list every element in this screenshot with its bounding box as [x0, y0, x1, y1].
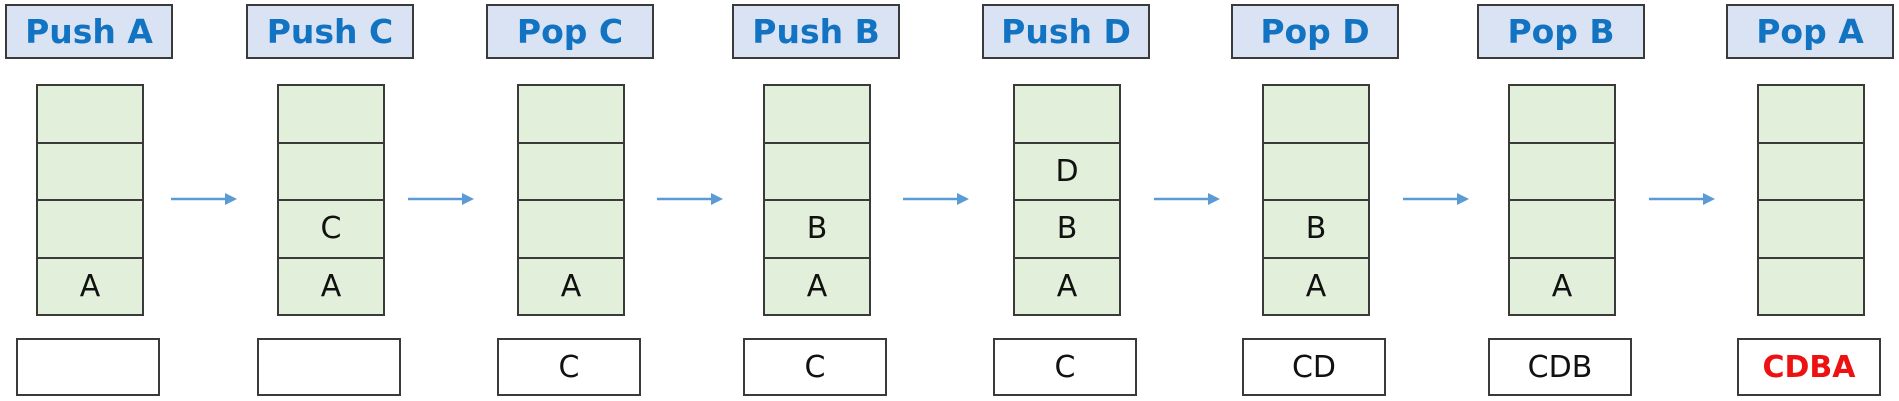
- stack-cell: [1510, 86, 1614, 142]
- operation-label: Pop C: [486, 4, 654, 59]
- output-box: C: [743, 338, 887, 396]
- stack-cell: [1759, 86, 1863, 142]
- stack-cell: B: [1015, 199, 1119, 257]
- stack-cell: D: [1015, 141, 1119, 200]
- stack-cell: A: [765, 256, 869, 315]
- operation-label: Push D: [982, 4, 1150, 59]
- stack-cell: [38, 141, 142, 200]
- stack-cell: [1759, 256, 1863, 315]
- stack-cell: [765, 141, 869, 200]
- stack-cell: [1264, 86, 1368, 142]
- stack-cell: [1264, 141, 1368, 200]
- stack-cell: A: [1510, 256, 1614, 315]
- operation-label: Pop B: [1477, 4, 1645, 59]
- output-box: CD: [1242, 338, 1386, 396]
- arrow-icon: [1649, 193, 1715, 205]
- arrow-icon: [171, 193, 237, 205]
- output-box: C: [993, 338, 1137, 396]
- stack-cell: C: [279, 199, 383, 257]
- output-box: [257, 338, 401, 396]
- arrow-icon: [1403, 193, 1469, 205]
- arrow-icon: [1154, 193, 1220, 205]
- final-output-box: CDBA: [1737, 338, 1881, 396]
- operation-label: Pop D: [1231, 4, 1399, 59]
- stack-cell: B: [765, 199, 869, 257]
- step-8: Pop A CDBA: [1724, 0, 1898, 401]
- output-box: [16, 338, 160, 396]
- arrow-icon: [657, 193, 723, 205]
- stack-cell: [1510, 141, 1614, 200]
- stack-cell: A: [38, 256, 142, 315]
- stack: A: [36, 84, 144, 316]
- stack-cell: B: [1264, 199, 1368, 257]
- stack: A: [1508, 84, 1616, 316]
- stack-cell: [1759, 199, 1863, 257]
- stack-cell: [279, 141, 383, 200]
- arrow-icon: [903, 193, 969, 205]
- output-box: C: [497, 338, 641, 396]
- stack-cell: [38, 199, 142, 257]
- operation-label: Push A: [5, 4, 173, 59]
- step-1: Push A A: [3, 0, 177, 401]
- step-7: Pop B A CDB: [1475, 0, 1649, 401]
- operation-label: Pop A: [1726, 4, 1894, 59]
- stack-cell: A: [1264, 256, 1368, 315]
- output-box: CDB: [1488, 338, 1632, 396]
- stack-cell: [519, 86, 623, 142]
- arrow-icon: [408, 193, 474, 205]
- operation-label: Push C: [246, 4, 414, 59]
- stack-cell: A: [279, 256, 383, 315]
- stack-cell: [38, 86, 142, 142]
- stack-cell: [1759, 141, 1863, 200]
- stack-cell: [519, 141, 623, 200]
- stack-cell: [765, 86, 869, 142]
- stack-cell: [1015, 86, 1119, 142]
- stack-cell: [519, 199, 623, 257]
- stack-cell: A: [1015, 256, 1119, 315]
- operation-label: Push B: [732, 4, 900, 59]
- stack-cell: [1510, 199, 1614, 257]
- stack-cell: [279, 86, 383, 142]
- stack-cell: A: [519, 256, 623, 315]
- stack: A: [517, 84, 625, 316]
- stack: [1757, 84, 1865, 316]
